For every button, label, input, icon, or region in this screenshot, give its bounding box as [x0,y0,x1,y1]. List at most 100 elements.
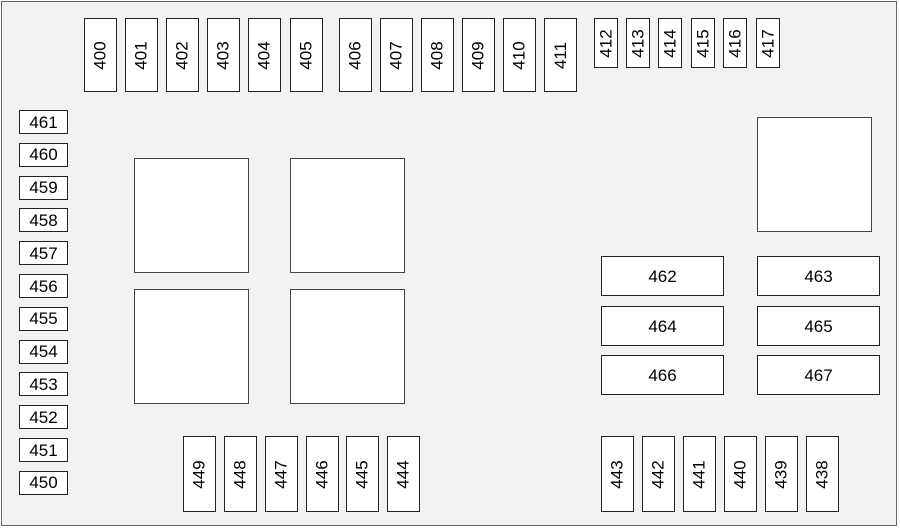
fuse-label: 439 [772,459,791,489]
relay-3 [134,289,249,404]
fuse-453: 453 [19,372,68,397]
fuse-label: 453 [29,374,58,394]
fuse-452: 452 [19,405,68,430]
fuse-label: 408 [428,40,447,70]
fuse-label: 461 [29,112,58,132]
fuse-label: 451 [29,440,58,460]
fuse-405: 405 [290,18,323,92]
fuse-label: 407 [387,40,406,70]
fuse-label: 456 [29,276,58,296]
fuse-label: 410 [510,40,529,70]
fuse-label: 448 [231,459,250,489]
fuse-label: 443 [608,459,627,489]
fuse-449: 449 [183,436,216,512]
fuse-label: 438 [813,459,832,489]
fuse-440: 440 [724,436,757,512]
fuse-label: 412 [596,28,616,58]
fuse-442: 442 [642,436,675,512]
fuse-415: 415 [691,18,715,68]
fuse-label: 446 [313,459,332,489]
fuse-414: 414 [658,18,682,68]
fuse-416: 416 [723,18,747,68]
fuse-label: 462 [648,266,677,286]
fuse-label: 406 [346,40,365,70]
fuse-408: 408 [421,18,454,92]
fuse-label: 402 [173,40,192,70]
fuse-label: 415 [693,28,713,58]
fuse-410: 410 [503,18,536,92]
fuse-445: 445 [346,436,379,512]
relay-5 [757,117,872,232]
fuse-label: 449 [190,459,209,489]
fuse-409: 409 [462,18,495,92]
fuse-463: 463 [757,256,880,296]
relay-4 [290,289,405,404]
fuse-label: 444 [394,459,413,489]
relay-2 [290,158,405,273]
fuse-417: 417 [756,18,780,68]
fuse-457: 457 [19,241,68,266]
fuse-466: 466 [601,355,724,395]
fuse-label: 454 [29,342,58,362]
fuse-label: 401 [132,40,151,70]
fuse-label: 440 [731,459,750,489]
fuse-407: 407 [380,18,413,92]
fuse-438: 438 [806,436,839,512]
fuse-411: 411 [544,18,577,92]
fuse-label: 409 [469,40,488,70]
fuse-450: 450 [19,470,68,495]
fuse-label: 411 [550,41,570,69]
fuse-label: 405 [297,40,316,70]
fuse-441: 441 [683,436,716,512]
fuse-label: 413 [628,28,648,58]
relay-1 [134,158,249,273]
fuse-447: 447 [265,436,298,512]
fuse-467: 467 [757,355,880,395]
fuse-label: 452 [29,407,58,427]
fuse-label: 458 [29,210,58,230]
fuse-label: 466 [648,365,677,385]
fuse-444: 444 [387,436,420,512]
fuse-label: 404 [255,40,274,70]
fuse-413: 413 [626,18,650,68]
fuse-456: 456 [19,274,68,298]
fuse-461: 461 [19,110,68,134]
fuse-443: 443 [601,436,634,512]
fuse-403: 403 [207,18,240,92]
fuse-412: 412 [594,18,618,68]
fuse-label: 442 [649,459,668,489]
fuse-439: 439 [765,436,798,512]
fuse-label: 465 [804,316,833,336]
fuse-label: 460 [29,145,58,165]
fuse-label: 459 [29,178,58,198]
fuse-401: 401 [125,18,158,92]
fuse-455: 455 [19,306,68,331]
fuse-462: 462 [601,256,724,296]
fuse-label: 457 [29,243,58,263]
fuse-404: 404 [248,18,281,92]
fuse-400: 400 [84,18,117,92]
fuse-402: 402 [166,18,199,92]
fuse-label: 445 [353,459,372,489]
fuse-454: 454 [19,339,68,364]
fuse-label: 447 [272,459,291,489]
fuse-464: 464 [601,306,724,346]
fuse-446: 446 [306,436,339,512]
fuse-label: 416 [725,28,745,58]
fuse-448: 448 [224,436,257,512]
fuse-label: 464 [648,316,677,336]
fuse-458: 458 [19,208,68,233]
fuse-label: 467 [804,365,833,385]
fuse-459: 459 [19,175,68,200]
fuse-label: 463 [804,266,833,286]
fuse-label: 455 [29,309,58,329]
fuse-406: 406 [339,18,372,92]
fuse-460: 460 [19,142,68,167]
fuse-label: 400 [91,40,110,70]
fuse-465: 465 [757,306,880,346]
fuse-label: 441 [690,459,709,489]
fuse-451: 451 [19,438,68,462]
fuse-label: 417 [758,28,778,58]
fuse-label: 403 [214,40,233,70]
